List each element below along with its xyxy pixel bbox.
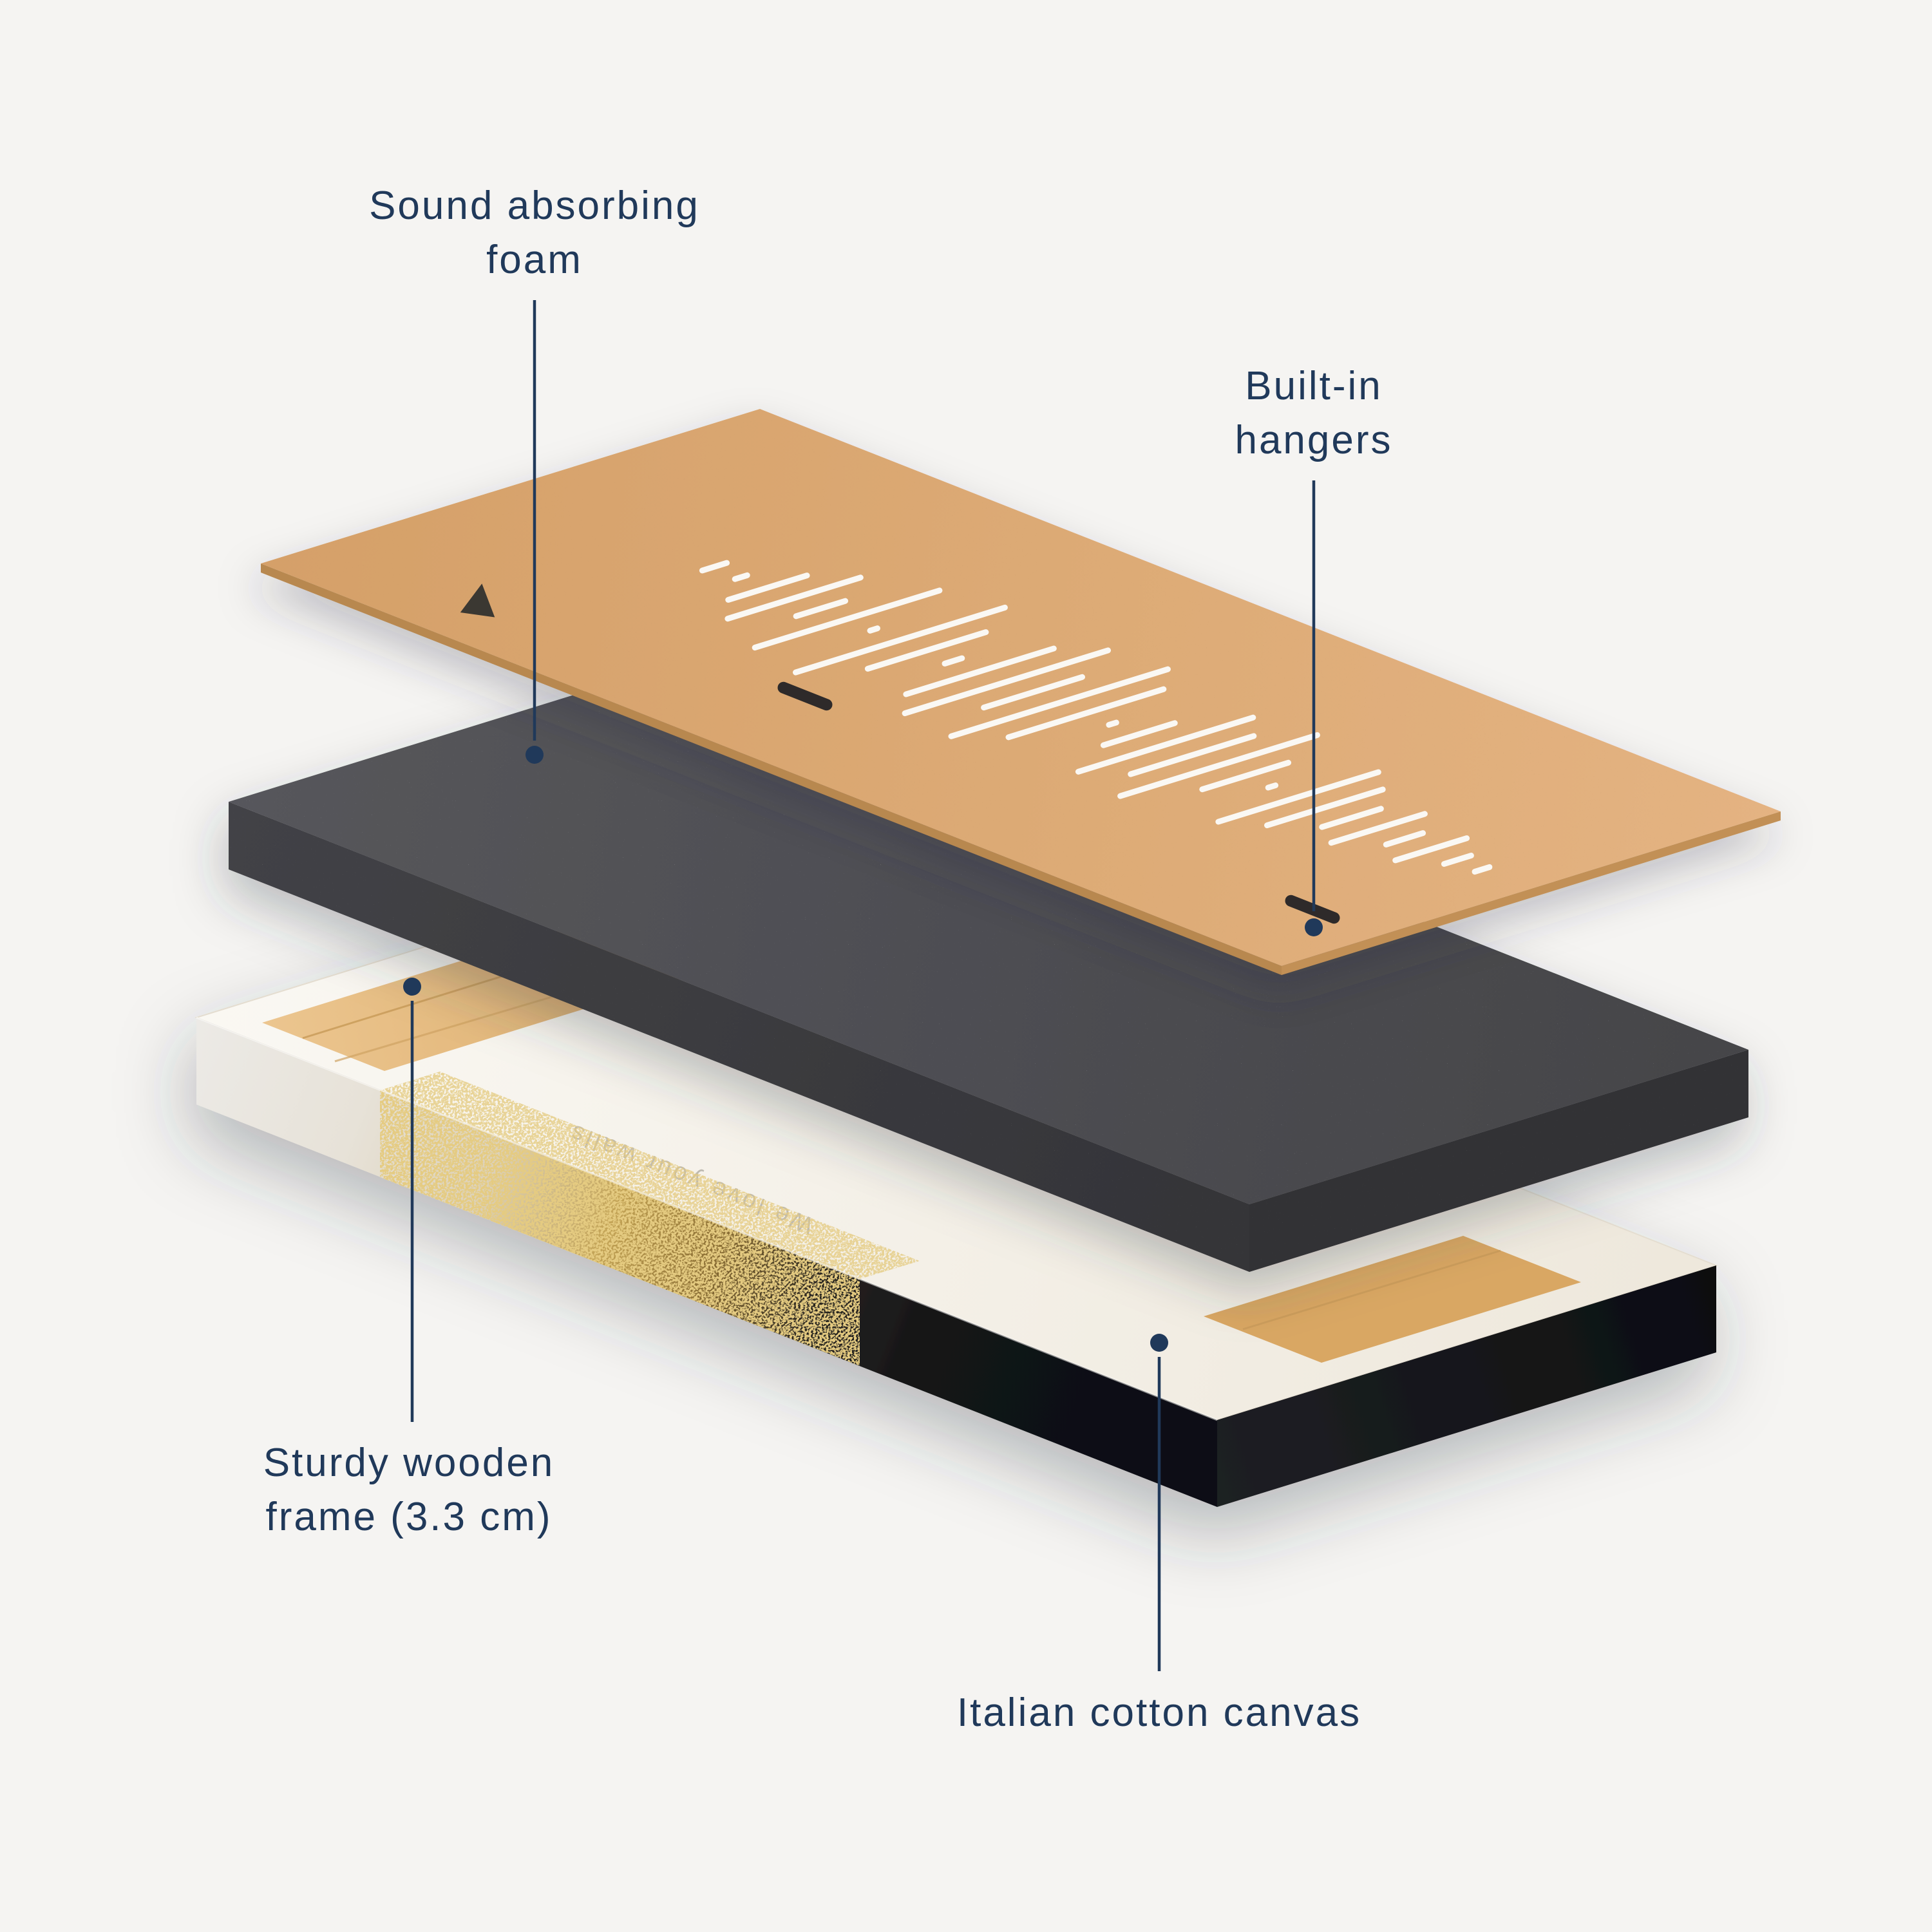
- callout-foam-label-line1: Sound absorbing: [369, 184, 700, 228]
- glitter-spill-top: [380, 1072, 920, 1279]
- callout-hangers-label-line1: Built-in: [1245, 364, 1383, 408]
- soundwave-slot: [864, 629, 989, 672]
- soundwave-slot: [948, 666, 1171, 739]
- soundwave-slot: [903, 645, 1057, 697]
- callout-frame-label-line2: frame (3.3 cm): [265, 1495, 552, 1539]
- stretcher-bar-right: [1204, 1236, 1581, 1363]
- soundwave-slot: [1392, 835, 1470, 864]
- soundwave-slot: [724, 574, 864, 622]
- soundwave-slot: [867, 625, 880, 634]
- soundwave-slot: [1265, 782, 1279, 791]
- soundwave-slot: [732, 572, 750, 582]
- soundwave-slot: [1005, 686, 1167, 741]
- soundwave-slot: [1117, 732, 1320, 799]
- soundwave-slot: [752, 587, 943, 651]
- board-edge-right: [1282, 811, 1781, 975]
- soundwave-slot: [1128, 733, 1257, 777]
- soundwave-slot: [699, 560, 730, 574]
- glitter-band-front: [380, 1090, 860, 1366]
- soundwave-slot: [1319, 806, 1384, 830]
- board-grain-texture: [261, 409, 1781, 966]
- callout-frame-label-line1: Sturdy wooden: [263, 1441, 555, 1485]
- soundwave-slot: [793, 604, 1008, 676]
- soundwave-slot: [725, 573, 810, 603]
- soundwave-slot: [1075, 714, 1256, 775]
- foam-layer: [229, 647, 1748, 1272]
- soundwave-slot: [902, 647, 1111, 717]
- foam-speckle-top: [229, 647, 1748, 1204]
- callout-canvas-label-line1: Italian cotton canvas: [957, 1690, 1361, 1735]
- callout-hangers: Built-in hangers: [1235, 364, 1392, 936]
- soundwave-slot: [942, 655, 965, 667]
- callout-canvas: Italian cotton canvas: [957, 1334, 1361, 1735]
- hanger-slot: [777, 681, 833, 711]
- canvas-fold-highlight: [196, 1016, 1218, 1421]
- soundwave-slot: [793, 598, 849, 620]
- soundwave-slot: [1264, 786, 1386, 829]
- foam-speckle-side: [1249, 1050, 1748, 1272]
- soundwave-slot: [1383, 830, 1426, 848]
- backing-board-layer: [261, 409, 1781, 975]
- callouts: Sound absorbing foam Built-in hangers St…: [263, 184, 1392, 1735]
- callout-frame: Sturdy wooden frame (3.3 cm): [263, 978, 555, 1539]
- soundwave-slot: [1199, 759, 1292, 793]
- board-edge-left: [261, 564, 1282, 975]
- soundwave-slot: [1472, 864, 1493, 875]
- soundwave-slot: [1441, 853, 1474, 867]
- soundwave-slot: [1328, 811, 1428, 846]
- callout-hangers-dot: [1305, 918, 1323, 936]
- callout-canvas-dot: [1150, 1334, 1168, 1352]
- soundwave-slot: [1106, 719, 1119, 728]
- foam-speckle-front: [229, 802, 1249, 1272]
- callout-foam: Sound absorbing foam: [369, 184, 700, 764]
- soundwave-slot: [1100, 720, 1178, 748]
- canvas-art-side: [1217, 1265, 1716, 1507]
- callout-foam-label-line2: foam: [486, 238, 583, 282]
- corner-cutout-triangle: [460, 583, 495, 618]
- callout-hangers-label-line2: hangers: [1235, 418, 1392, 462]
- soundwave-slot: [1215, 769, 1381, 825]
- wood-grain-line: [1242, 1249, 1501, 1331]
- callout-frame-dot: [403, 978, 421, 996]
- callout-foam-dot: [526, 746, 544, 764]
- soundwave-slot: [981, 674, 1085, 711]
- soundwave-pattern: [699, 560, 1493, 875]
